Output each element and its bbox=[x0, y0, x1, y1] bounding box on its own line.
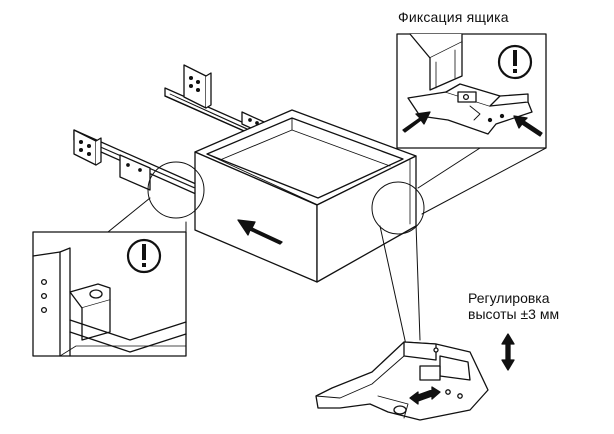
height-adjust-label-line2: высоты ±3 мм bbox=[468, 306, 560, 322]
warning-circle-icon bbox=[126, 238, 162, 274]
warning-circle-icon bbox=[497, 44, 533, 80]
push-arrow-icon bbox=[237, 219, 283, 245]
callout-lines bbox=[107, 147, 547, 355]
drawer-lock-label: Фиксация ящика bbox=[398, 9, 509, 25]
push-arrow-icon bbox=[513, 115, 543, 137]
push-arrow-icon bbox=[402, 111, 431, 133]
drawer-box bbox=[194, 109, 417, 283]
rail-front bbox=[73, 129, 206, 199]
drawer-lock-detail bbox=[396, 33, 547, 149]
double-vertical-arrow-icon bbox=[501, 333, 515, 371]
height-adjust-detail bbox=[315, 333, 515, 421]
double-horizontal-arrow-icon bbox=[409, 386, 441, 405]
height-adjust-label: Регулировка высоты ±3 мм bbox=[468, 290, 559, 322]
rail-detail bbox=[32, 231, 187, 357]
height-adjust-label-line1: Регулировка bbox=[468, 290, 550, 306]
